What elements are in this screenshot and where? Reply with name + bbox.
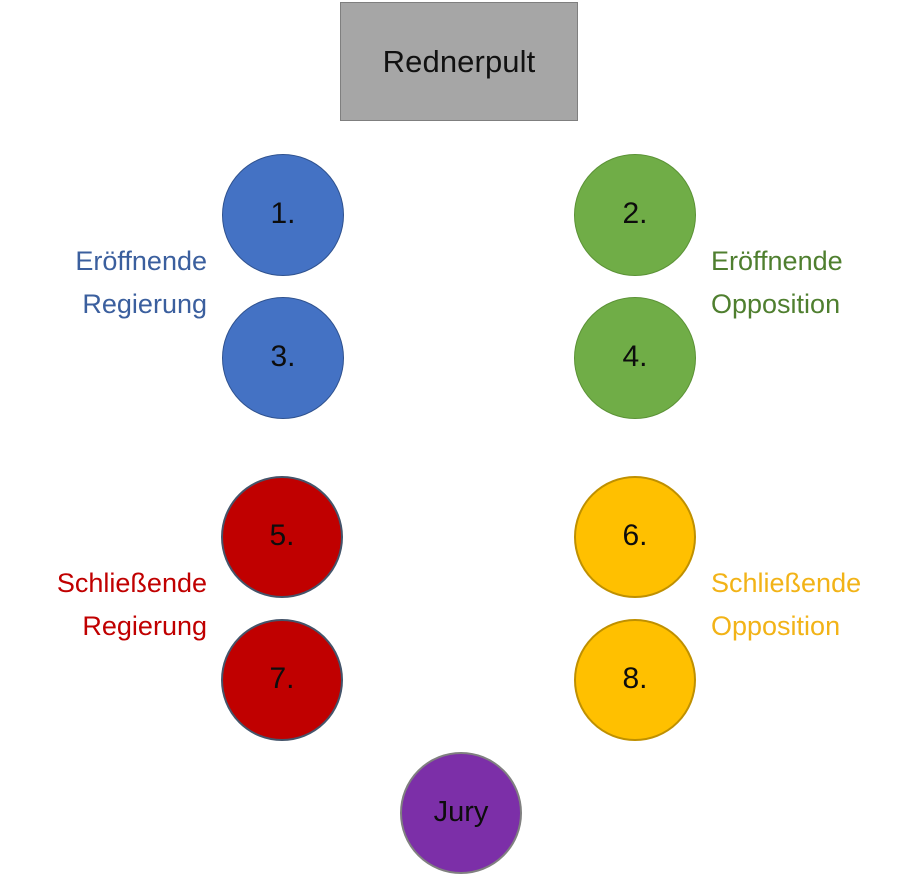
faction-label-opening-government: Eröffnende Regierung bbox=[75, 246, 207, 319]
faction-label-closing-opposition: Schließende Opposition bbox=[711, 568, 862, 641]
seat-7-number: 7. bbox=[269, 662, 295, 695]
seat-8-number: 8. bbox=[622, 662, 648, 695]
faction-label-closing-government: Schließende Regierung bbox=[56, 568, 207, 641]
jury-circle[interactable]: Jury bbox=[400, 752, 522, 874]
seat-4-number: 4. bbox=[622, 340, 648, 373]
podium-box: Rednerpult bbox=[340, 2, 578, 121]
seat-5[interactable]: 5. bbox=[221, 476, 343, 598]
faction-label-opening-opposition: Eröffnende Opposition bbox=[711, 246, 843, 319]
seat-5-number: 5. bbox=[269, 519, 295, 552]
seat-6-number: 6. bbox=[622, 519, 648, 552]
podium-label: Rednerpult bbox=[382, 43, 536, 79]
seat-8[interactable]: 8. bbox=[574, 619, 696, 741]
seat-3[interactable]: 3. bbox=[222, 297, 344, 419]
seat-1-number: 1. bbox=[270, 197, 296, 230]
seat-2-number: 2. bbox=[622, 197, 648, 230]
jury-label: Jury bbox=[433, 795, 489, 828]
seat-1[interactable]: 1. bbox=[222, 154, 344, 276]
seat-6[interactable]: 6. bbox=[574, 476, 696, 598]
seat-2[interactable]: 2. bbox=[574, 154, 696, 276]
seat-7[interactable]: 7. bbox=[221, 619, 343, 741]
seat-4[interactable]: 4. bbox=[574, 297, 696, 419]
seat-3-number: 3. bbox=[270, 340, 296, 373]
